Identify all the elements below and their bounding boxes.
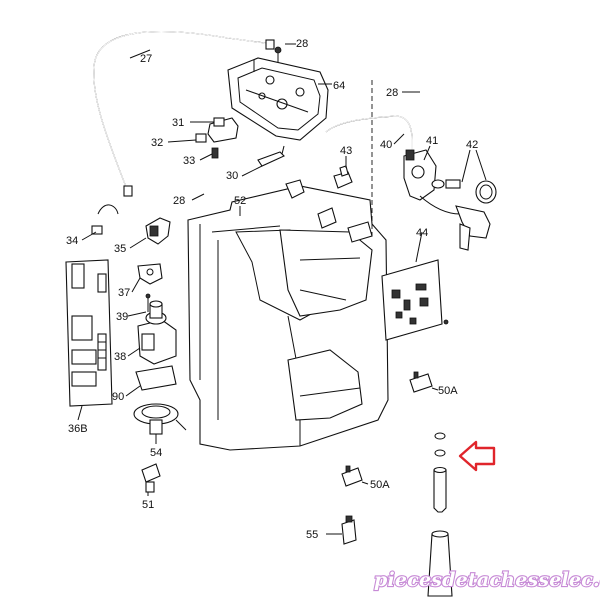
part-41-valve: [403, 149, 491, 251]
part-label: 55: [306, 529, 318, 541]
part-label: 52: [234, 195, 246, 207]
part-label: 32: [151, 137, 163, 149]
part-40-tube: [325, 115, 413, 152]
part-label: 39: [116, 311, 128, 323]
part-38-pump: [137, 300, 177, 365]
part-51-sensor: [141, 463, 161, 493]
part-44-control-board: [381, 259, 449, 341]
part-label: 31: [172, 117, 184, 129]
part-43-clip: [333, 165, 353, 189]
watermark-logo: piecesdetachesselec.com: [374, 569, 600, 591]
leader-lines: [77, 43, 487, 535]
part-30-pin: [257, 145, 285, 167]
part-label: 40: [380, 139, 392, 151]
part-label: 51: [142, 499, 154, 511]
highlight-arrow-icon: [458, 440, 496, 472]
spout-tube: [427, 466, 453, 597]
part-54-flow-meter: [133, 403, 187, 435]
part-label: 28: [173, 195, 185, 207]
part-39-screw: [145, 293, 151, 312]
part-labels: 27 28 64 31 32 33 30 28 43 40 41 42 28 5…: [66, 38, 478, 541]
part-label: 44: [416, 227, 428, 239]
part-label: 27: [140, 53, 152, 65]
part-50A-clip-lower: [341, 465, 363, 487]
part-label: 54: [150, 447, 162, 459]
part-label: 28: [296, 38, 308, 50]
part-label: 35: [114, 243, 126, 255]
part-55-clip: [341, 515, 357, 545]
part-label: 41: [426, 135, 438, 147]
part-36B-power-board: [65, 259, 113, 407]
part-label: 28: [386, 87, 398, 99]
part-35-elbow: [145, 217, 171, 245]
part-90-bracket: [135, 365, 177, 391]
part-label: 50A: [438, 385, 458, 397]
part-label: 30: [226, 170, 238, 182]
part-label: 36B: [68, 423, 88, 435]
part-label: 43: [340, 145, 352, 157]
part-label: 34: [66, 235, 78, 247]
part-label: 64: [333, 80, 345, 92]
o-ring-seals: [434, 432, 446, 457]
part-27-hose: [93, 31, 275, 197]
part-label: 33: [183, 155, 195, 167]
part-label: 42: [466, 139, 478, 151]
part-31-32-33-clips: [195, 117, 239, 159]
part-37-bracket: [137, 263, 163, 285]
part-label: 38: [114, 351, 126, 363]
part-52-main-frame: [187, 179, 389, 451]
part-50A-clip-upper: [409, 371, 433, 393]
part-label: 50A: [370, 479, 390, 491]
part-64-thermoblock: [227, 46, 329, 141]
part-label: 90: [112, 391, 124, 403]
part-label: 37: [118, 287, 130, 299]
part-42-knob: [431, 179, 497, 204]
part-34-sensor: [91, 204, 119, 235]
